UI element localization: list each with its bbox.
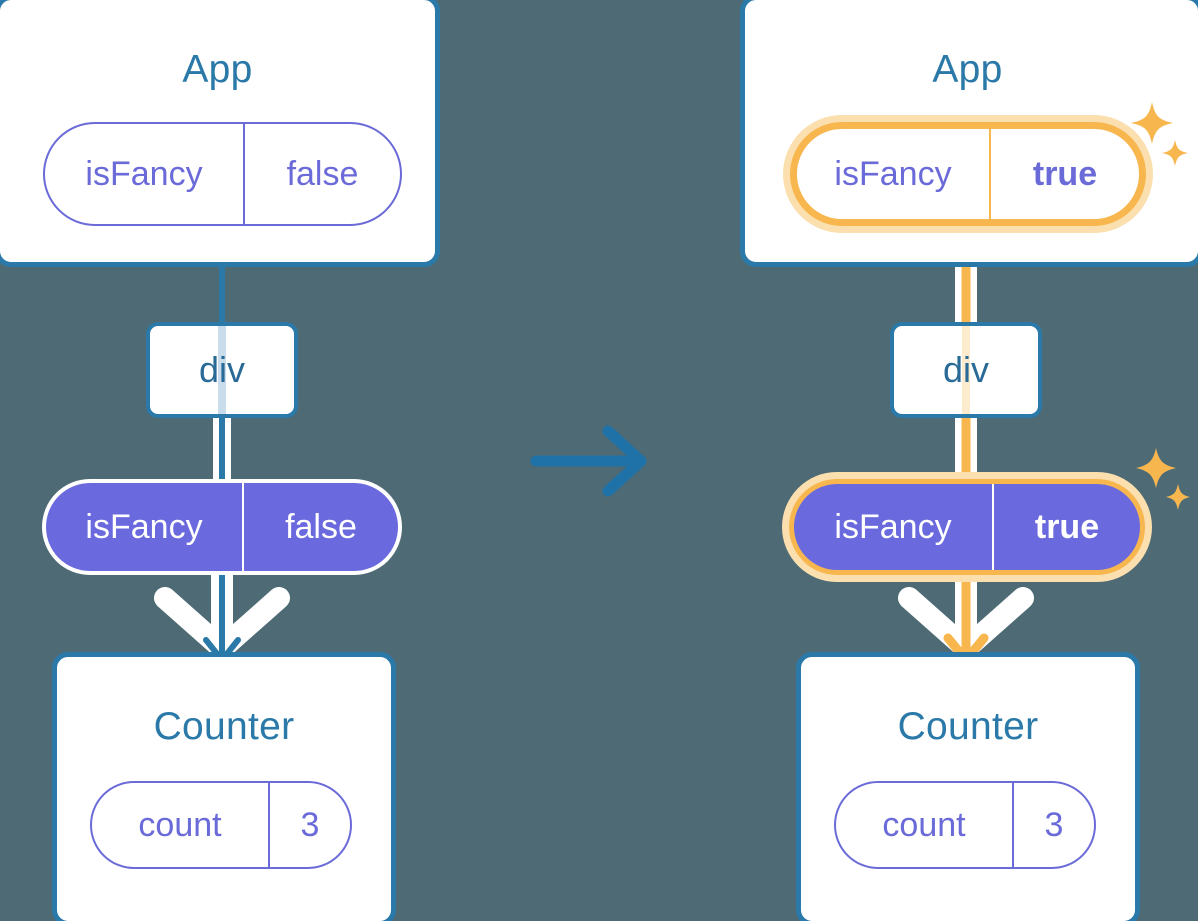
div-node-label-after: div: [942, 349, 990, 390]
prop-pill-after[interactable]: isFancy true: [789, 479, 1145, 575]
counter-state-name-after: count: [882, 806, 966, 844]
prop-value-after: true: [992, 484, 1140, 570]
sparkle-icon-prop-after: [1136, 448, 1190, 510]
div-node-before: div: [146, 322, 298, 418]
counter-state-pill-after: count 3: [834, 781, 1096, 869]
prop-pill-before: isFancy false: [42, 479, 402, 575]
prop-name-before: isFancy: [85, 508, 203, 546]
app-state-pill-after[interactable]: isFancy true: [790, 122, 1146, 226]
wire-prop-to-counter-left-blue: [203, 563, 241, 663]
sparkle-large-icon: [1136, 448, 1176, 488]
app-title-before: App: [182, 48, 253, 91]
wire-prop-to-counter-left-white: [154, 555, 290, 659]
app-title-after: App: [932, 48, 1003, 91]
counter-state-value-before: 3: [268, 783, 350, 867]
div-node-after: div: [890, 322, 1042, 418]
wire-prop-to-counter-right-orange: [943, 561, 989, 665]
div-node-label-before: div: [198, 349, 246, 390]
div-through-line-before: [218, 326, 226, 414]
app-state-value-after: true: [989, 129, 1139, 219]
app-state-name-before: isFancy: [85, 155, 203, 193]
prop-value-before: false: [242, 483, 398, 571]
div-through-line-after: [962, 326, 970, 414]
wire-prop-to-counter-right-white: [898, 555, 1034, 659]
counter-state-name-before: count: [138, 806, 222, 844]
app-state-pill-before: isFancy false: [43, 122, 402, 226]
counter-state-pill-before: count 3: [90, 781, 352, 869]
app-state-name-after: isFancy: [834, 155, 952, 193]
counter-title-after: Counter: [897, 705, 1039, 748]
counter-title-before: Counter: [153, 705, 295, 748]
arrow-right-icon: [530, 425, 647, 497]
sparkle-small-icon: [1166, 484, 1190, 510]
app-state-value-before: false: [243, 124, 400, 224]
counter-state-value-after: 3: [1012, 783, 1094, 867]
prop-name-after: isFancy: [834, 508, 952, 546]
